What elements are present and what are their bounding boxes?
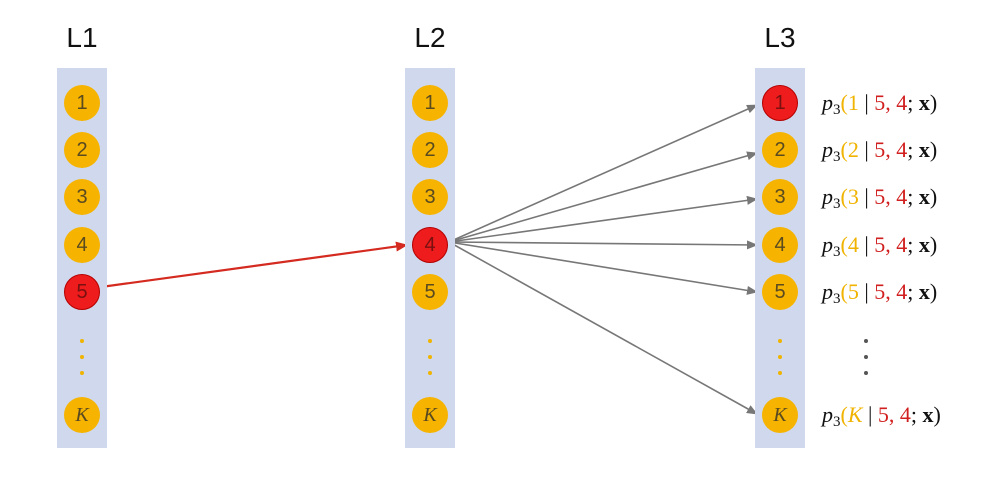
layer-3-node-2[interactable]: 2 [762,132,798,168]
layer-2-node-2[interactable]: 2 [412,132,448,168]
selected-edge-l1-5-to-l2-4 [100,241,408,289]
prob-label-1: p3(1 | 5, 4; x) [822,90,938,118]
edge-l2-4-to-l3-4 [448,240,758,250]
layer-3-node-4[interactable]: 4 [762,227,798,263]
layer-1-ellipsis [78,339,86,375]
edge-l2-4-to-l3-2 [448,151,758,243]
layer-1-node-4[interactable]: 4 [64,227,100,263]
layer-2-node-1[interactable]: 1 [412,85,448,121]
layer-1-node-5[interactable]: 5 [64,274,100,310]
layer-2-node-5[interactable]: 5 [412,274,448,310]
layer-3-node-5[interactable]: 5 [762,274,798,310]
labels-ellipsis [862,339,870,375]
edge-l2-4-to-l3-5 [448,241,758,295]
layer-2-node-3[interactable]: 3 [412,179,448,215]
edge-l2-4-to-l3-3 [448,195,758,243]
edge-l2-4-to-l3-1 [448,104,758,243]
prob-label-k: p3(K | 5, 4; x) [822,402,941,430]
layer-2-node-k[interactable]: K [412,397,448,433]
layer-1-title: L1 [66,22,98,53]
layer-1-node-2[interactable]: 2 [64,132,100,168]
layer-1-node-3[interactable]: 3 [64,179,100,215]
prob-label-2: p3(2 | 5, 4; x) [822,137,938,165]
layer-2-title: L2 [414,22,446,53]
layer-2-ellipsis [426,339,434,375]
layer-2-node-4[interactable]: 4 [412,227,448,263]
layer-1-node-1[interactable]: 1 [64,85,100,121]
layer-3-title: L3 [764,22,796,53]
prob-label-3: p3(3 | 5, 4; x) [822,184,938,212]
layer-3-ellipsis [776,339,784,375]
layer-3-node-1[interactable]: 1 [762,85,798,121]
layer-3-node-k[interactable]: K [762,397,798,433]
prob-label-5: p3(5 | 5, 4; x) [822,279,938,307]
prob-label-4: p3(4 | 5, 4; x) [822,232,938,260]
layer-3-node-3[interactable]: 3 [762,179,798,215]
layer-1-node-k[interactable]: K [64,397,100,433]
edge-l2-4-to-l3-k [448,241,758,415]
